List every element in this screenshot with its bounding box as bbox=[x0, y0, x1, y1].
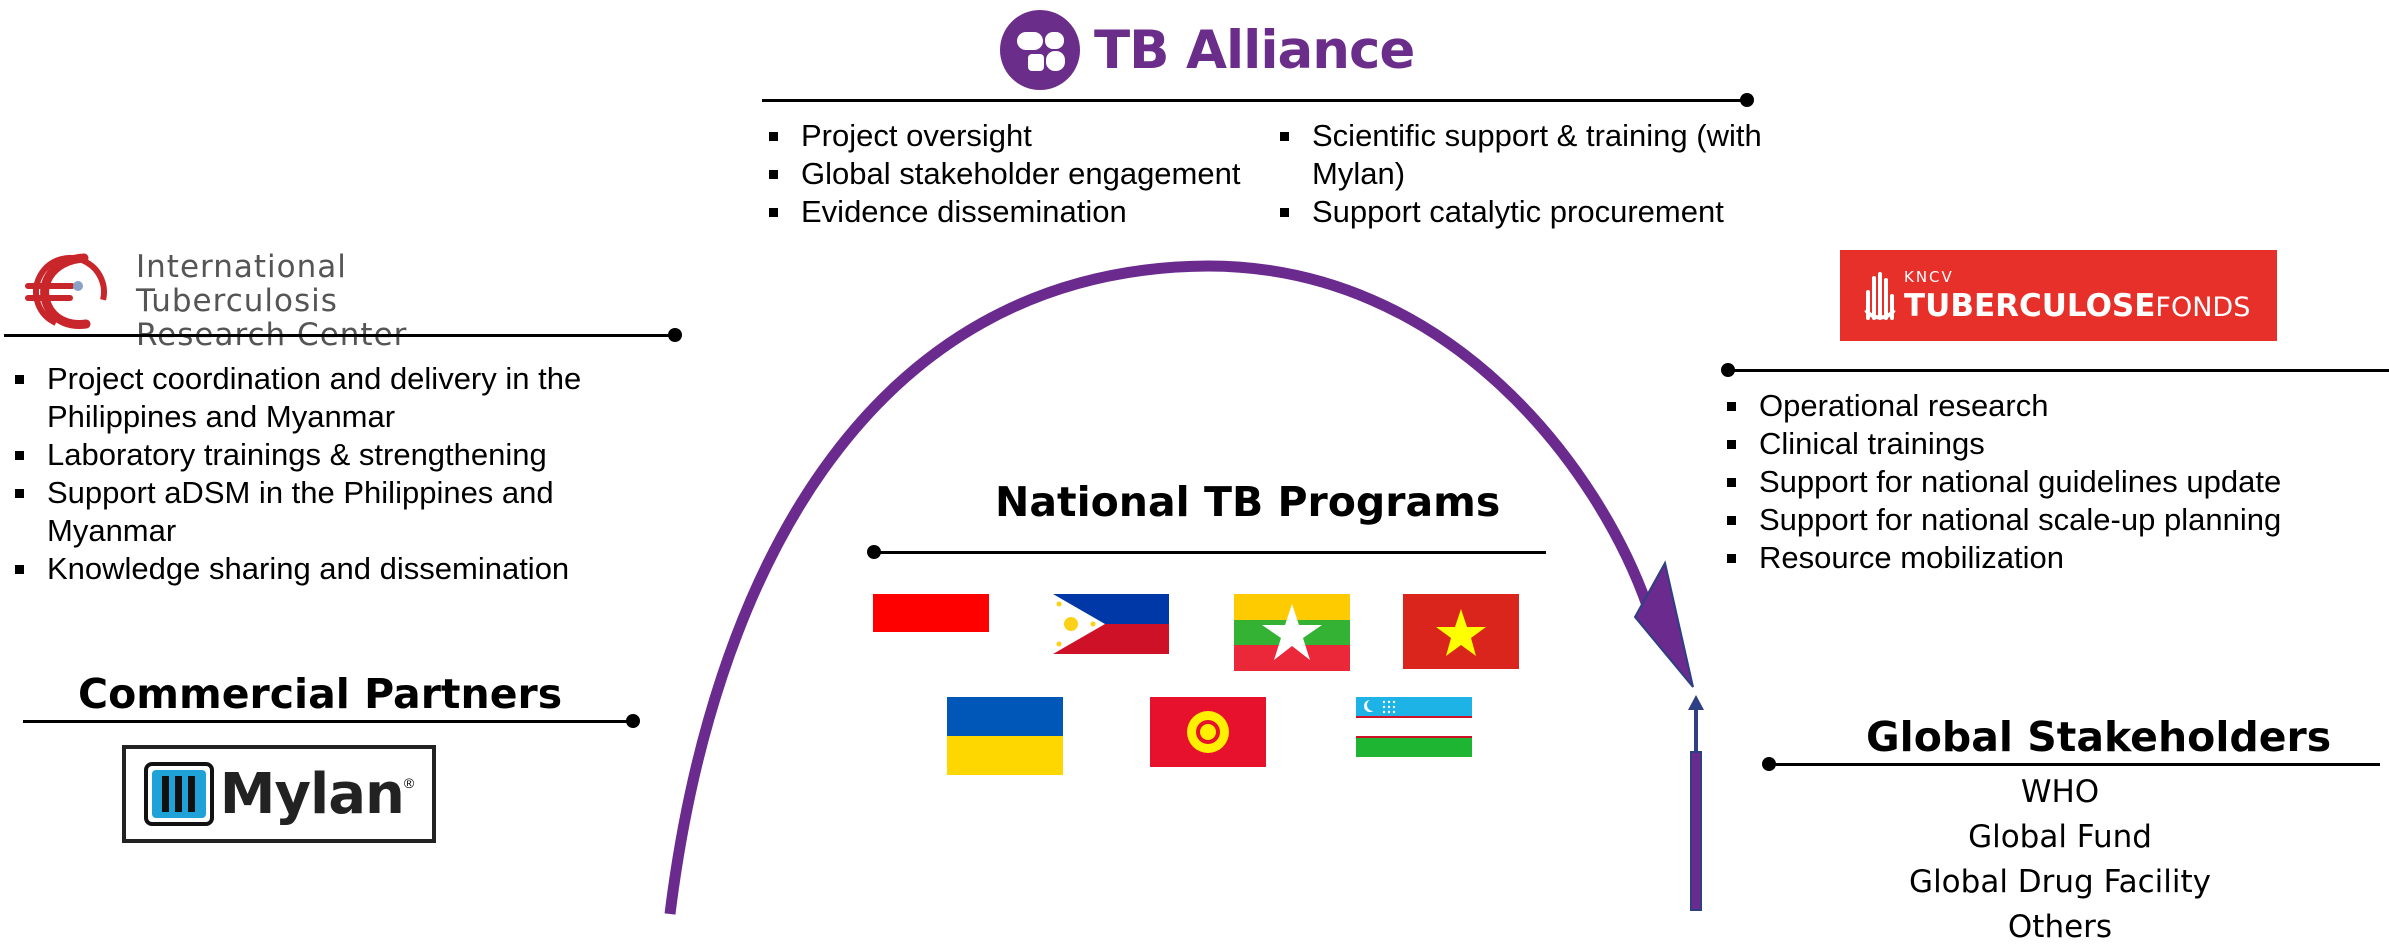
global-divider bbox=[1775, 763, 2380, 766]
purple-arc-arrow bbox=[664, 260, 1654, 915]
tb-alliance-divider bbox=[762, 99, 1747, 102]
blue-arrowhead bbox=[1688, 695, 1704, 710]
list-item: Operational research bbox=[1723, 387, 2363, 425]
national-divider-dot bbox=[867, 545, 881, 559]
global-stakeholders-title: Global Stakeholders bbox=[1866, 713, 2332, 761]
tb-alliance-logo-text: TB Alliance bbox=[1094, 19, 1415, 81]
list-item: Evidence dissemination bbox=[765, 193, 1265, 231]
purple-arrowhead bbox=[1633, 560, 1694, 688]
itrc-roles: Project coordination and delivery in the… bbox=[11, 360, 641, 588]
mylan-logo: Mylan ® bbox=[122, 745, 436, 843]
kncv-logo-small: KNCV bbox=[1904, 268, 1954, 286]
mylan-mark-icon bbox=[143, 762, 214, 826]
tb-alliance-roles-right: Scientific support & training (with Myla… bbox=[1276, 117, 1796, 231]
mylan-logo-text: Mylan bbox=[219, 761, 405, 827]
commercial-divider-dot bbox=[626, 714, 640, 728]
list-item: Resource mobilization bbox=[1723, 539, 2363, 577]
list-item: Project oversight bbox=[765, 117, 1265, 155]
list-item: Support for national guidelines update bbox=[1723, 463, 2363, 501]
list-item: Support aDSM in the Philippines and Myan… bbox=[11, 474, 641, 550]
kncv-divider-dot bbox=[1721, 363, 1735, 377]
global-divider-dot bbox=[1762, 757, 1776, 771]
vietnam-flag bbox=[1403, 594, 1519, 669]
list-item: Global stakeholder engagement bbox=[765, 155, 1265, 193]
list-item: Global Fund bbox=[1968, 819, 2152, 855]
list-item: Support catalytic procurement bbox=[1276, 193, 1796, 231]
list-item: WHO bbox=[2020, 774, 2100, 810]
itrc-divider bbox=[4, 334, 674, 337]
tb-alliance-mark-icon bbox=[1000, 10, 1080, 90]
global-stakeholders-list: WHO Global Fund Global Drug Facility Oth… bbox=[1860, 770, 2260, 950]
list-item: Knowledge sharing and dissemination bbox=[11, 550, 641, 588]
kncv-logo-light: FONDS bbox=[2155, 292, 2251, 323]
blue-riser-bar bbox=[1690, 751, 1702, 911]
kncv-roles: Operational research Clinical trainings … bbox=[1723, 387, 2363, 577]
kncv-logo-wordmark: TUBERCULOSEFONDS bbox=[1904, 288, 2250, 324]
itrc-logo-line1: International Tuberculosis bbox=[136, 249, 347, 319]
list-item: Clinical trainings bbox=[1723, 425, 2363, 463]
commercial-partners-title: Commercial Partners bbox=[78, 670, 563, 718]
philippines-flag bbox=[1053, 594, 1169, 654]
list-item: Support for national scale-up planning bbox=[1723, 501, 2363, 539]
list-item: Scientific support & training (with Myla… bbox=[1276, 117, 1796, 193]
ukraine-flag bbox=[947, 697, 1063, 775]
tb-alliance-logo: TB Alliance bbox=[1000, 10, 1415, 90]
list-item: Project coordination and delivery in the… bbox=[11, 360, 641, 436]
commercial-divider bbox=[23, 720, 635, 723]
national-divider bbox=[874, 551, 1546, 554]
itrc-divider-dot bbox=[668, 328, 682, 342]
kncv-hand-icon bbox=[1864, 272, 1896, 320]
list-item: Laboratory trainings & strengthening bbox=[11, 436, 641, 474]
kncv-logo: KNCV TUBERCULOSEFONDS bbox=[1840, 250, 2277, 341]
indonesia-flag bbox=[873, 594, 989, 632]
itrc-emblem-icon bbox=[25, 253, 108, 329]
list-item: Global Drug Facility bbox=[1909, 864, 2211, 900]
tb-alliance-roles-left: Project oversight Global stakeholder eng… bbox=[765, 117, 1265, 231]
tb-alliance-divider-dot bbox=[1740, 93, 1754, 107]
kyrgyzstan-flag bbox=[1150, 697, 1266, 767]
kncv-divider bbox=[1730, 369, 2389, 372]
myanmar-flag bbox=[1234, 594, 1350, 671]
national-tb-programs-title: National TB Programs bbox=[995, 478, 1501, 526]
uzbekistan-flag bbox=[1356, 697, 1472, 757]
kncv-logo-bold: TUBERCULOSE bbox=[1904, 288, 2156, 324]
list-item: Others bbox=[2007, 909, 2113, 945]
mylan-registered-mark: ® bbox=[403, 775, 415, 791]
itrc-logo: International Tuberculosis Research Cent… bbox=[20, 248, 540, 352]
